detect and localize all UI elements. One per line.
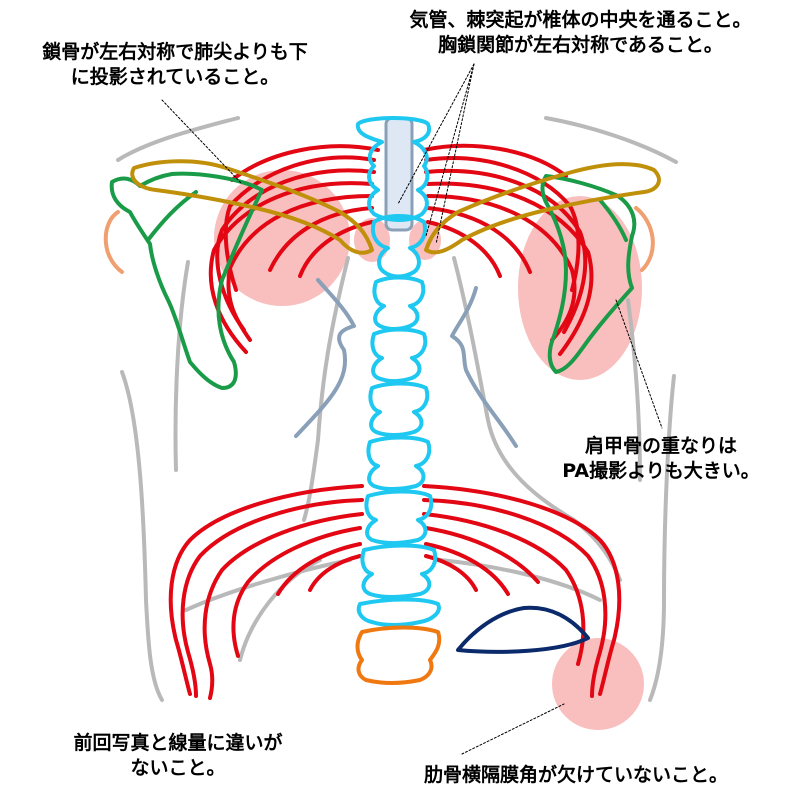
spine [355, 116, 441, 627]
right-hilum-vessel [450, 286, 518, 448]
left-lower-body [238, 558, 322, 662]
annotation-line: に投影されていること。 [70, 66, 280, 88]
vertebra [370, 327, 428, 383]
leader-sc-joint-left [425, 63, 475, 237]
rib [424, 156, 581, 292]
rib [426, 181, 594, 356]
leader-trachea [397, 63, 475, 205]
right-scapula-highlight [518, 196, 642, 380]
rib [426, 220, 502, 278]
vertebra [368, 381, 430, 437]
rib [168, 484, 364, 696]
rib [202, 512, 364, 700]
annotation-line: 鎖骨が左右対称で肺尖よりも下 [42, 41, 308, 63]
vertebra [366, 435, 432, 491]
left-hilum-vessel [294, 278, 356, 438]
annotation-costophrenic-angle: 肋骨横隔膜角が欠けていないこと。 [380, 763, 772, 788]
annotation-scapula-overlap: 肩甲骨の重なりは PA撮影よりも大きい。 [530, 434, 792, 484]
annotation-line: PA撮影よりも大きい。 [562, 460, 760, 482]
left-lung-base [184, 558, 352, 612]
vertebra [372, 275, 426, 331]
body-outline [116, 116, 678, 702]
rib [215, 168, 376, 332]
rib [424, 554, 478, 592]
right-scapula [540, 174, 637, 374]
left-scapula [109, 171, 264, 390]
right-inner-axilla [626, 298, 642, 482]
rib [298, 220, 374, 278]
leader-scapula [615, 299, 663, 429]
sc-joint-right-highlight [409, 220, 441, 260]
rib [276, 542, 362, 596]
right-shoulder-line [544, 116, 678, 164]
annotation-line: ないこと。 [130, 757, 226, 779]
leader-lines [161, 63, 663, 755]
rib [426, 206, 532, 274]
rib [424, 526, 540, 584]
right-mediastinum [452, 256, 622, 582]
right-clavicle [424, 162, 661, 255]
gastric-air-bubble [456, 605, 590, 654]
annotation-line: 気管、棘突起が椎体の中央を通ること。 [409, 9, 752, 31]
leader-costophrenic [461, 703, 565, 755]
leader-sc-joint-right [435, 63, 475, 245]
rib [424, 169, 588, 334]
right-lung-base [438, 558, 602, 602]
annotation-line: 胸鎖関節が左右対称であること。 [438, 34, 723, 56]
annotation-trachea-spinous-process: 気管、棘突起が椎体の中央を通ること。 胸鎖関節が左右対称であること。 [368, 8, 793, 58]
rib [268, 206, 374, 272]
right-humeral-head [634, 206, 655, 272]
left-mediastinum [302, 256, 350, 522]
costophrenic-angle-highlight [552, 638, 644, 730]
left-inner-axilla [173, 260, 190, 472]
rib [422, 498, 608, 698]
left-clavicle [130, 159, 374, 255]
right-flank-line [648, 374, 676, 702]
shoulder-heads [103, 206, 655, 274]
annotation-clavicle: 鎖骨が左右対称で肺尖よりも下 に投影されていること。 [6, 40, 344, 90]
rib [226, 194, 374, 342]
vertebra [356, 597, 441, 627]
rib [231, 526, 362, 658]
left-flank-line [120, 370, 164, 702]
rib [230, 144, 380, 182]
rib [422, 484, 622, 696]
rib [424, 542, 510, 596]
rib [180, 498, 364, 698]
pulmonary-vessels [294, 278, 518, 448]
cervical-vertebrae [355, 116, 431, 222]
annotation-line: 前回写真と線量に違いが [73, 732, 283, 754]
right-scapula-spine [598, 198, 628, 242]
annotation-line: 肩甲骨の重なりは [584, 435, 737, 457]
annotation-dose-comparison: 前回写真と線量に違いが ないこと。 [30, 731, 326, 781]
lumbar-vertebra [355, 625, 442, 685]
left-humeral-head [103, 210, 124, 274]
rib [422, 143, 568, 178]
left-shoulder-line [116, 116, 240, 162]
rib [308, 554, 362, 592]
leader-clavicle [161, 99, 243, 185]
rib [208, 181, 374, 354]
clavicles [130, 159, 661, 255]
vertebra [360, 543, 438, 599]
vertebra [364, 489, 434, 545]
annotation-line: 肋骨横隔膜角が欠けていないこと。 [423, 764, 728, 786]
left-scapula-spine [146, 190, 198, 242]
thoracic-upper [371, 214, 427, 279]
